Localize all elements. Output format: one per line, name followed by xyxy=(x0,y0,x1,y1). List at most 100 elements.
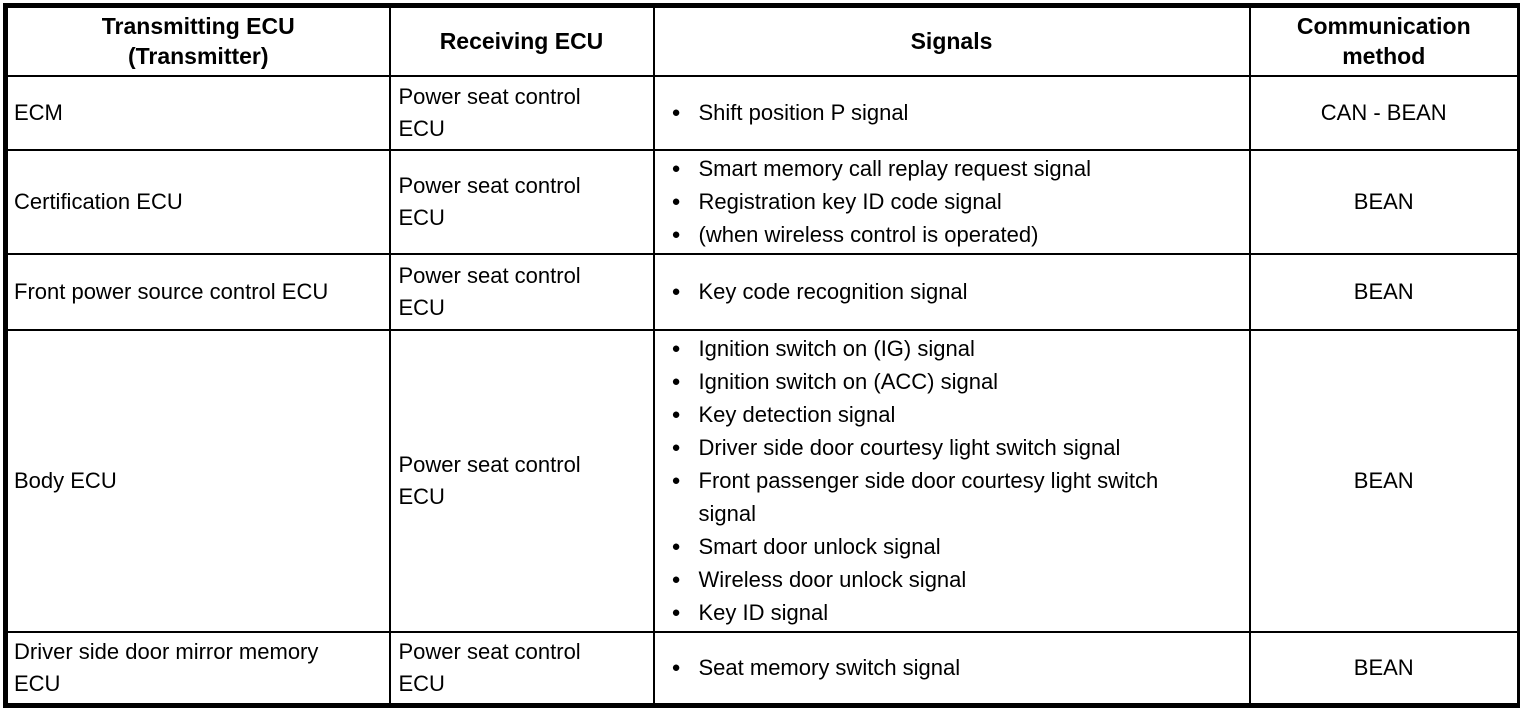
cell-line: Power seat control xyxy=(398,83,581,109)
signal-text: Driver side door courtesy light switch s… xyxy=(698,435,1121,460)
signal-text: Smart door unlock signal xyxy=(698,534,941,559)
transmitting-ecu-cell: ECM xyxy=(4,74,391,151)
signal-item: ● (when wireless control is operated) xyxy=(655,218,1249,251)
bullet-icon: ● xyxy=(671,406,681,423)
signal-item: ● Ignition switch on (IG) signal xyxy=(655,332,1249,365)
signals-cell: ● Key code recognition signal xyxy=(652,252,1251,331)
bullet-icon: ● xyxy=(671,439,681,456)
table-row-front-power-source: Front power source control ECU Power sea… xyxy=(4,252,1520,331)
header-signals: Signals xyxy=(652,4,1251,77)
bullet-icon: ● xyxy=(671,104,681,121)
bullet-icon: ● xyxy=(671,538,681,555)
receiving-ecu-cell: Power seat control ECU xyxy=(388,74,655,151)
receiving-ecu-cell: Power seat control ECU xyxy=(388,328,655,633)
table-row-certification-ecu: Certification ECU Power seat control ECU… xyxy=(4,148,1520,255)
cell-line: Front power source control ECU xyxy=(14,278,329,304)
signals-list: ● Smart memory call replay request signal… xyxy=(655,152,1249,251)
signal-text: Key ID signal xyxy=(698,600,829,625)
communication-method-cell: BEAN xyxy=(1248,328,1520,633)
cell-line: Power seat control xyxy=(398,262,581,288)
cell-line: ECU xyxy=(398,670,445,696)
header-line: method xyxy=(1342,43,1426,70)
transmitting-ecu-cell: Body ECU xyxy=(4,328,391,633)
receiving-ecu-cell: Power seat control ECU xyxy=(388,252,655,331)
transmitting-ecu-cell: Driver side door mirror memory ECU xyxy=(4,630,391,707)
communication-method-cell: BEAN xyxy=(1248,630,1520,707)
bullet-icon: ● xyxy=(671,571,681,588)
signals-list: ● Ignition switch on (IG) signal ● Ignitio… xyxy=(655,332,1249,629)
signal-text: Key detection signal xyxy=(698,402,896,427)
signal-item: ● Key code recognition signal xyxy=(655,275,1249,308)
header-line: Communication xyxy=(1296,13,1471,40)
cell-line: ECU xyxy=(398,483,445,509)
table-row-door-mirror-memory: Driver side door mirror memory ECU Power… xyxy=(4,630,1520,707)
signal-text: Seat memory switch signal xyxy=(698,655,961,681)
signal-item: ● Ignition switch on (ACC) signal xyxy=(655,365,1249,398)
signal-text: Key code recognition signal xyxy=(698,279,968,304)
signal-item: ● Driver side door courtesy light switch … xyxy=(655,431,1249,464)
bullet-icon: ● xyxy=(671,604,681,621)
cell-line: Power seat control xyxy=(398,451,581,477)
header-line: Signals xyxy=(910,28,993,55)
signal-text: Front passenger side door courtesy light… xyxy=(698,468,1159,526)
transmitting-ecu-cell: Front power source control ECU xyxy=(4,252,391,331)
bullet-icon: ● xyxy=(671,472,681,489)
header-transmitting-ecu: Transmitting ECU (Transmitter) xyxy=(4,4,391,77)
cell-line: Power seat control xyxy=(398,638,581,664)
signals-cell: ● Ignition switch on (IG) signal ● Ignitio… xyxy=(652,328,1251,633)
signal-item: ● Key ID signal xyxy=(655,596,1249,629)
bullet-icon: ● xyxy=(671,659,681,677)
signals-list: ● Seat memory switch signal xyxy=(655,651,1249,684)
signals-cell: ● Seat memory switch signal xyxy=(652,630,1251,707)
signals-list: ● Key code recognition signal xyxy=(655,275,1249,308)
ecu-communication-table: Transmitting ECU (Transmitter) Receiving… xyxy=(3,3,1520,708)
communication-method-cell: CAN - BEAN xyxy=(1248,74,1520,151)
signal-item: ● Smart door unlock signal xyxy=(655,530,1249,563)
signal-item: ● Front passenger side door courtesy ligh… xyxy=(655,464,1249,530)
signal-text: Registration key ID code signal xyxy=(698,189,1002,214)
cell-line: ECU xyxy=(398,294,445,320)
signal-text: (when wireless control is operated) xyxy=(698,222,1039,247)
signals-cell: ● Smart memory call replay request signal… xyxy=(652,148,1251,255)
transmitting-ecu-cell: Certification ECU xyxy=(4,148,391,255)
table-row-body-ecu: Body ECU Power seat control ECU ● Ignitio… xyxy=(4,328,1520,633)
cell-line: ECM xyxy=(14,99,63,125)
header-line: Transmitting ECU xyxy=(101,13,295,40)
cell-line: ECU xyxy=(14,670,61,696)
communication-method-cell: BEAN xyxy=(1248,252,1520,331)
cell-line: ECU xyxy=(398,204,445,230)
cell-line: Power seat control xyxy=(398,172,581,198)
bullet-icon: ● xyxy=(671,373,681,390)
header-line: Receiving ECU xyxy=(439,28,604,55)
signal-text: Ignition switch on (ACC) signal xyxy=(698,369,999,394)
bullet-icon: ● xyxy=(671,283,681,300)
communication-method-cell: BEAN xyxy=(1248,148,1520,255)
bullet-icon: ● xyxy=(671,160,681,177)
cell-line: Certification ECU xyxy=(14,188,183,214)
bullet-icon: ● xyxy=(671,226,681,243)
signals-cell: ● Shift position P signal xyxy=(652,74,1251,151)
header-line: (Transmitter) xyxy=(127,43,269,70)
cell-line: Body ECU xyxy=(14,467,117,493)
signals-list: ● Shift position P signal xyxy=(655,96,1249,129)
signal-item: ● Registration key ID code signal xyxy=(655,185,1249,218)
bullet-icon: ● xyxy=(671,193,681,210)
header-row: Transmitting ECU (Transmitter) Receiving… xyxy=(4,4,1520,77)
signal-text: Smart memory call replay request signal xyxy=(698,156,1091,181)
receiving-ecu-cell: Power seat control ECU xyxy=(388,630,655,707)
header-receiving-ecu: Receiving ECU xyxy=(388,4,655,77)
cell-line: ECU xyxy=(398,115,445,141)
signal-text: Ignition switch on (IG) signal xyxy=(698,336,975,361)
signal-item: ● Key detection signal xyxy=(655,398,1249,431)
signal-item: ● Seat memory switch signal xyxy=(655,651,1249,684)
signal-item: ● Wireless door unlock signal xyxy=(655,563,1249,596)
header-communication-method: Communication method xyxy=(1248,4,1520,77)
receiving-ecu-cell: Power seat control ECU xyxy=(388,148,655,255)
bullet-icon: ● xyxy=(671,340,681,357)
signal-text: Wireless door unlock signal xyxy=(698,567,967,592)
signal-item: ● Smart memory call replay request signal xyxy=(655,152,1249,185)
table-row-ecm: ECM Power seat control ECU ● Shift positi… xyxy=(4,74,1520,151)
signal-text: Shift position P signal xyxy=(698,100,909,125)
signal-item: ● Shift position P signal xyxy=(655,96,1249,129)
cell-line: Driver side door mirror memory xyxy=(14,638,319,664)
